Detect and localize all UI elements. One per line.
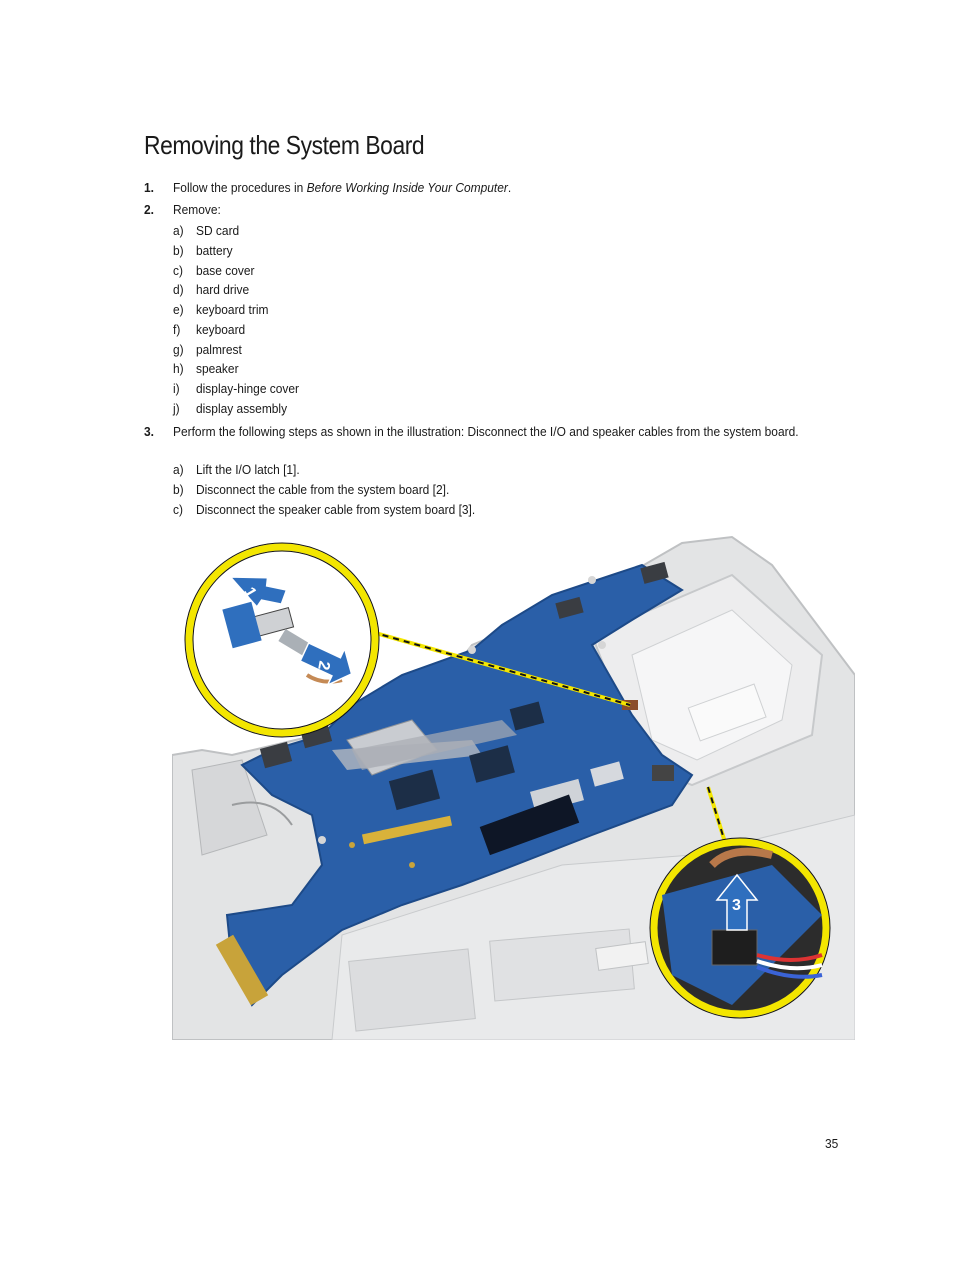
list-item-letter: i)	[173, 381, 180, 396]
callout-label-2: 2	[314, 659, 332, 671]
list-item: hard drive	[196, 282, 250, 297]
list-item: base cover	[196, 263, 255, 278]
step-number-3: 3.	[144, 424, 154, 439]
step-text-1: Follow the procedures in Before Working …	[173, 179, 817, 196]
list-item-letter: h)	[173, 361, 184, 376]
step-number-2: 2.	[144, 202, 154, 217]
before-working-link[interactable]: Before Working Inside Your Computer	[306, 180, 508, 195]
list-item-letter: d)	[173, 282, 184, 297]
step-number-1: 1.	[144, 180, 154, 195]
page-number: 35	[825, 1136, 839, 1151]
list-item-letter: a)	[173, 223, 184, 238]
list-item-letter: e)	[173, 302, 184, 317]
step-text-2: Remove:	[173, 202, 221, 217]
substep-item: Lift the I/O latch [1].	[196, 462, 300, 477]
substep-letter: c)	[173, 502, 183, 517]
step-1-post: .	[507, 180, 512, 195]
list-item-letter: f)	[173, 322, 181, 337]
list-item-letter: g)	[173, 342, 184, 357]
step-1-pre: Follow the procedures in	[173, 180, 307, 195]
list-item: SD card	[196, 223, 240, 238]
list-item: speaker	[196, 361, 239, 376]
step-text-3: Perform the following steps as shown in …	[173, 424, 799, 439]
substep-letter: a)	[173, 462, 184, 477]
list-item: battery	[196, 243, 233, 258]
page-title: Removing the System Board	[144, 130, 425, 160]
callout-label-3: 3	[732, 897, 741, 914]
list-item: palmrest	[196, 342, 242, 357]
list-item: display assembly	[196, 401, 288, 416]
substep-item: Disconnect the cable from the system boa…	[196, 482, 450, 497]
system-board-illustration: 1 2 3	[172, 535, 855, 1040]
list-item-letter: j)	[173, 401, 180, 416]
list-item: keyboard trim	[196, 302, 269, 317]
list-item-letter: c)	[173, 263, 183, 278]
list-item: keyboard	[196, 322, 246, 337]
list-item-letter: b)	[173, 243, 184, 258]
substep-letter: b)	[173, 482, 184, 497]
callout-speaker-connector	[649, 837, 831, 1019]
system-board	[215, 561, 694, 1007]
substep-item: Disconnect the speaker cable from system…	[196, 502, 476, 517]
list-item: display-hinge cover	[196, 381, 300, 396]
callout-io-connector	[184, 542, 380, 738]
